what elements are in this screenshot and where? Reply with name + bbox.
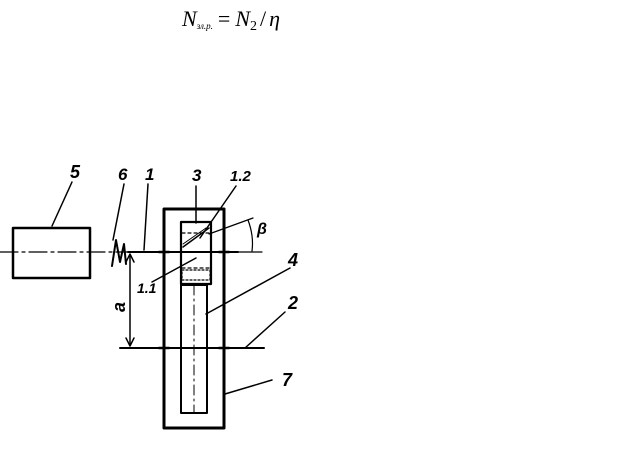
leader-gear-part-bottom (151, 257, 197, 283)
center-distance-arrow-bottom (125, 337, 135, 347)
housing (162, 207, 226, 430)
efficiency-formula: Nзл.р.=N2/η (182, 8, 280, 34)
leader-output-shaft (244, 311, 286, 349)
label-gear-part-top: 1.2 (230, 168, 252, 185)
coupling-symbol (111, 239, 127, 267)
pinion-hatch-2 (182, 227, 207, 245)
formula-equals: = (217, 6, 231, 31)
formula-lhs-symbol: N (182, 6, 197, 31)
formula-divide: / (260, 6, 267, 31)
output-shaft-bearing-right (217, 341, 231, 355)
leader-large-gear (205, 267, 291, 315)
label-housing: 7 (282, 370, 293, 390)
label-motor: 5 (70, 162, 81, 182)
label-helix-angle: β (256, 221, 267, 238)
formula-rhs-subscript: 2 (250, 19, 258, 34)
formula-rhs-symbol: N (235, 6, 251, 31)
formula-lhs-subscript: зл.р. (196, 21, 213, 31)
label-output-shaft: 2 (287, 293, 298, 313)
label-large-gear: 4 (287, 250, 298, 270)
leader-input-shaft (143, 183, 149, 251)
formula-eta: η (269, 6, 281, 31)
leader-coupling (112, 183, 125, 241)
label-coupling: 6 (118, 165, 128, 184)
output-shaft-bearing-left (157, 341, 171, 355)
label-input-shaft: 1 (145, 165, 154, 184)
input-shaft-bearing-left (157, 245, 171, 259)
helix-angle-ref-line (208, 217, 254, 235)
leader-gear-part-top (199, 185, 237, 239)
pinion-lower-teeth (181, 269, 211, 281)
label-center-distance: a (109, 302, 129, 312)
label-gear-part-bottom: 1.1 (137, 280, 157, 296)
leader-motor (51, 181, 73, 227)
label-top-gear: 3 (192, 166, 202, 185)
helix-angle-arc (247, 219, 254, 252)
leader-housing (224, 379, 273, 395)
center-distance-arrow-top (125, 253, 135, 263)
motor-box (11, 226, 92, 280)
